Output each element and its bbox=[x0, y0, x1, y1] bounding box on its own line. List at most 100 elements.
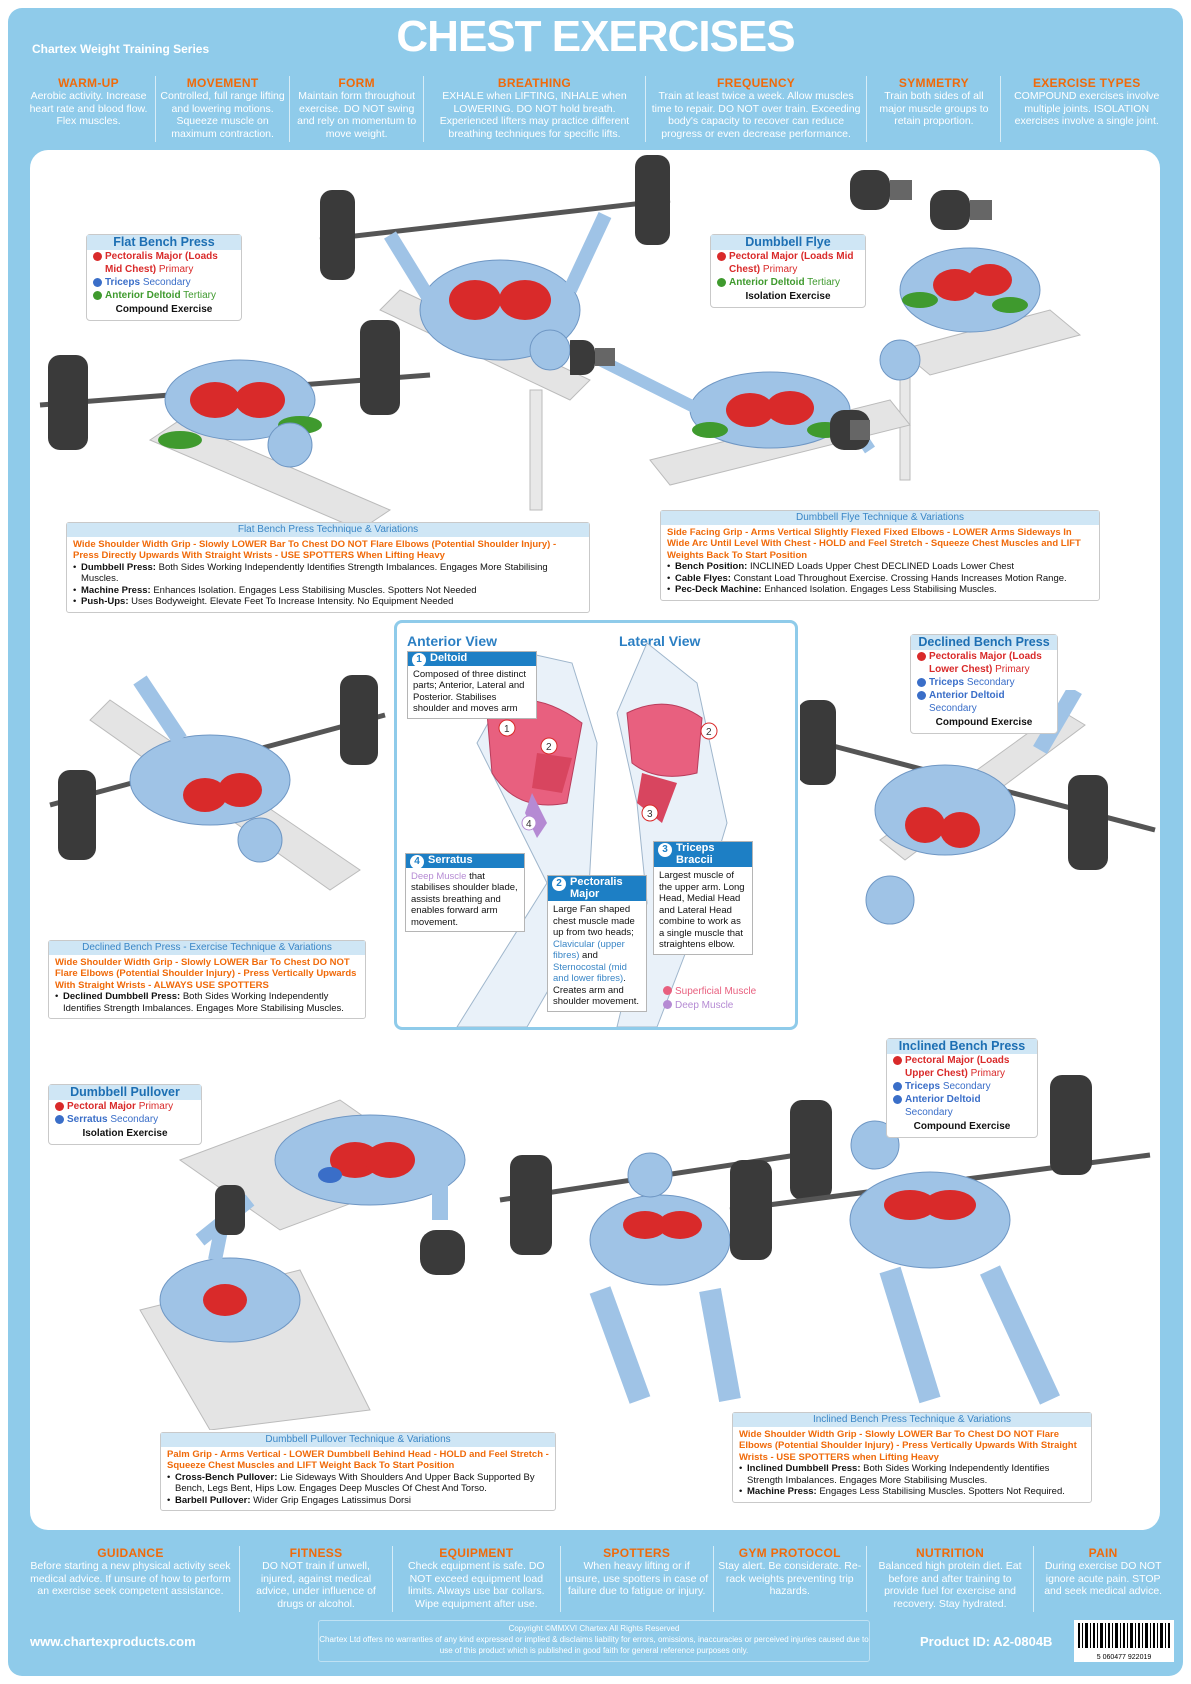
flat-bench-press-illustration bbox=[39, 155, 671, 530]
muscle-role: Secondary bbox=[966, 677, 1015, 688]
tip-heading: EQUIPMENT bbox=[439, 1546, 514, 1560]
dumbbell-pullover-illustration bbox=[139, 1099, 466, 1430]
muscle-role: Secondary bbox=[905, 1107, 953, 1118]
primary-dot-icon bbox=[55, 1102, 64, 1111]
declined-bench-label: Declined Bench Press Pectoralis Major (L… bbox=[910, 634, 1058, 734]
svg-text:1: 1 bbox=[504, 724, 510, 735]
dumbbell-top-right bbox=[930, 190, 992, 230]
variation-name: Barbell Pullover: bbox=[175, 1494, 251, 1506]
variation-item: Bench Position: INCLINED Loads Upper Che… bbox=[661, 561, 1099, 573]
muscle-name: Pectoralis Major (Loads Mid Chest) bbox=[105, 251, 218, 275]
legend-label: Superficial Muscle bbox=[675, 986, 757, 997]
muscle-role: Primary bbox=[138, 1101, 174, 1112]
variation-name: Machine Press: bbox=[81, 584, 151, 596]
variation-text: Lie Sideways With Shoulders And Upper Ba… bbox=[175, 1471, 535, 1495]
tip-body: Check equipment is safe. DO NOT exceed e… bbox=[408, 1560, 545, 1610]
muscle-row: Triceps Secondary bbox=[887, 1080, 1037, 1093]
muscle-name: Pectoralis Major (Loads Lower Chest) bbox=[929, 651, 1042, 675]
anatomy-legend: Superficial Muscle Deep Muscle bbox=[663, 985, 756, 1013]
primary-dot-icon bbox=[893, 1056, 902, 1065]
flat-bench-technique: Flat Bench Press Technique & Variations … bbox=[66, 522, 590, 613]
dumbbell-pullover-bottom bbox=[215, 1185, 245, 1235]
tip-body: Train both sides of all major muscle gro… bbox=[879, 90, 989, 127]
tip-heading: MOVEMENT bbox=[186, 76, 259, 90]
inclined-bench-technique: Inclined Bench Press Technique & Variati… bbox=[732, 1412, 1092, 1503]
legend-deep: Deep Muscle bbox=[663, 999, 756, 1013]
muscle-role: Primary bbox=[762, 264, 798, 275]
tertiary-dot-icon bbox=[717, 278, 726, 287]
variation-item: Dumbbell Press: Both Sides Working Indep… bbox=[67, 562, 589, 585]
svg-text:2: 2 bbox=[546, 742, 552, 753]
muscle-name: Serratus bbox=[67, 1114, 108, 1125]
secondary-dot-icon bbox=[93, 278, 102, 287]
variation-name: Machine Press: bbox=[747, 1486, 817, 1497]
barcode: 5 060477 922019 bbox=[1074, 1620, 1174, 1662]
variation-text: Both Sides Working Independently Identif… bbox=[63, 991, 344, 1014]
variation-name: Dumbbell Press: bbox=[81, 561, 156, 573]
variation-text: Both Sides Working Independently Identif… bbox=[81, 561, 548, 585]
muscle-name: Anterior Deltoid bbox=[905, 1094, 981, 1105]
variation-item: Push-Ups: Uses Bodyweight. Elevate Feet … bbox=[67, 596, 589, 608]
exercise-title: Inclined Bench Press bbox=[887, 1039, 1037, 1054]
lifter-flye-bottom bbox=[597, 354, 875, 454]
info-title: Pectoralis Major bbox=[570, 876, 623, 900]
info-body: Deep Muscle that stabilises shoulder bla… bbox=[406, 868, 524, 932]
variation-text: Constant Load Throughout Exercise. Cross… bbox=[733, 572, 1067, 584]
variation-name: Cable Flyes: bbox=[675, 572, 731, 584]
secondary-dot-icon bbox=[893, 1082, 902, 1091]
muscle-name: Pectoral Major (Loads Upper Chest) bbox=[905, 1055, 1010, 1079]
info-body: Composed of three distinct parts; Anteri… bbox=[413, 668, 527, 715]
lifter-inclined-right bbox=[849, 1120, 1060, 1405]
muscle-role: Secondary bbox=[942, 1081, 991, 1092]
muscle-name: Anterior Deltoid bbox=[105, 290, 181, 301]
technique-lead: Wide Shoulder Width Grip - Slowly LOWER … bbox=[55, 956, 357, 991]
primary-dot-icon bbox=[93, 252, 102, 261]
technique-title: Flat Bench Press Technique & Variations bbox=[67, 523, 589, 537]
primary-dot-icon bbox=[917, 652, 926, 661]
bench-flye-top bbox=[898, 309, 1082, 481]
tip-heading: GUIDANCE bbox=[97, 1546, 164, 1560]
exercise-title: Flat Bench Press bbox=[87, 235, 241, 250]
muscle-role: Secondary bbox=[142, 277, 191, 288]
lifter-pullover-top bbox=[195, 1114, 466, 1246]
tip-body: Maintain form throughout exercise. DO NO… bbox=[297, 90, 417, 140]
variation-name: Bench Position: bbox=[675, 561, 748, 572]
clavicular-text: Clavicular (upper fibres) bbox=[553, 938, 625, 962]
technique-lead: Side Facing Grip - Arms Vertical Slightl… bbox=[667, 526, 1081, 561]
variation-text: Uses Bodyweight. Elevate Feet To Increas… bbox=[131, 596, 454, 607]
muscle-row: Pectoral Major (Loads Mid Chest) Primary bbox=[711, 250, 865, 276]
series-label: Chartex Weight Training Series bbox=[32, 42, 210, 56]
deep-muscle-text: Deep Muscle bbox=[411, 870, 467, 882]
legend-label: Deep Muscle bbox=[675, 1000, 734, 1011]
exercise-title: Declined Bench Press bbox=[911, 635, 1057, 650]
website-link[interactable]: www.chartexproducts.com bbox=[30, 1634, 196, 1649]
tip-body: Aerobic activity. Increase heart rate an… bbox=[29, 90, 148, 127]
muscle-row: Pectoralis Major (Loads Lower Chest) Pri… bbox=[911, 650, 1057, 676]
dumbbell-pullover-label: Dumbbell Pullover Pectoral Major Primary… bbox=[48, 1084, 202, 1145]
muscle-row: Triceps Secondary bbox=[911, 676, 1057, 689]
info-text: and bbox=[582, 950, 598, 961]
barbell-top bbox=[319, 155, 671, 280]
info-body: Large Fan shaped chest muscle made up fr… bbox=[548, 901, 646, 1011]
tip-body: Balanced high protein diet. Eat before a… bbox=[878, 1560, 1022, 1610]
muscle-name: Triceps bbox=[905, 1081, 941, 1092]
muscle-role: Primary bbox=[995, 664, 1030, 675]
superficial-swatch-icon bbox=[663, 986, 672, 995]
variation-item: Machine Press: Engages Less Stabilising … bbox=[733, 1486, 1091, 1498]
dumbbell-flye-illustration bbox=[570, 170, 1082, 486]
tip-heading: FREQUENCY bbox=[717, 76, 796, 90]
tip-heading: NUTRITION bbox=[916, 1546, 985, 1560]
muscle-name: Pectoral Major bbox=[67, 1101, 136, 1112]
technique-lead: Wide Shoulder Width Grip - Slowly LOWER … bbox=[73, 538, 557, 562]
barcode-icon bbox=[1078, 1623, 1170, 1648]
